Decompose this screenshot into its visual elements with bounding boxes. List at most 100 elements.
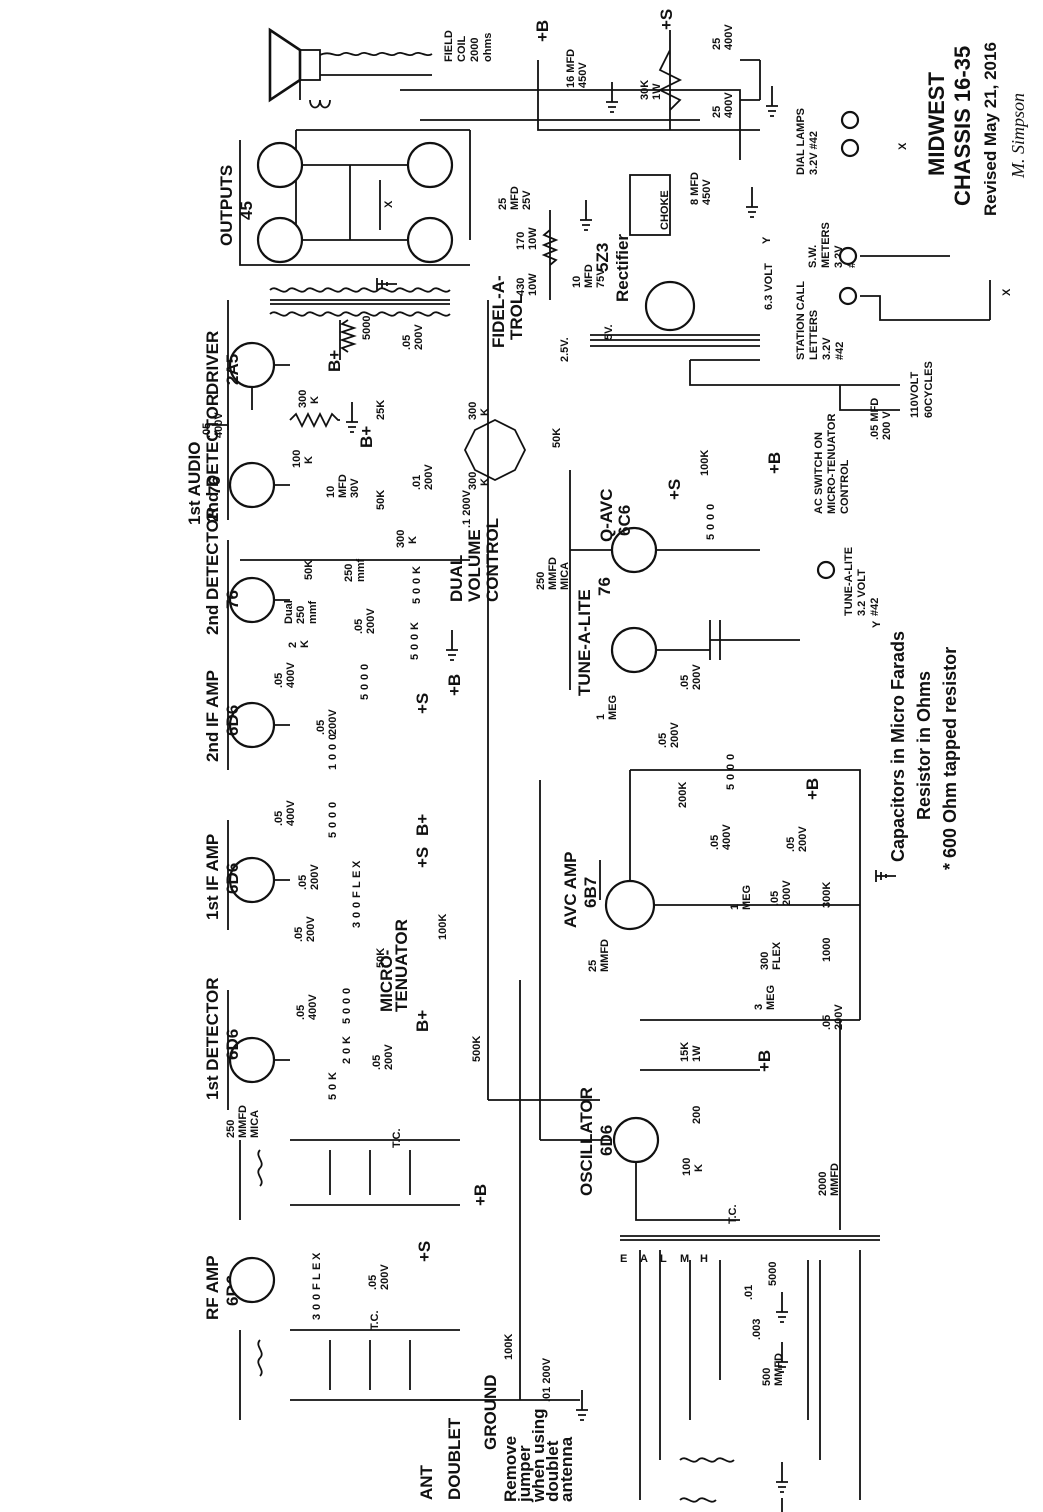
- r-300k-fid-a: 300 K: [467, 399, 491, 420]
- b-plus-driver: B+: [325, 350, 344, 372]
- plus-s-top: +S: [657, 9, 676, 30]
- r-25k: 25K: [375, 400, 387, 420]
- band-letter-e: E: [620, 1253, 627, 1265]
- tune-a-lite-stage: TUNE-A-LITE 76 1 MEG .05 200V: [575, 577, 800, 720]
- c-250mmfd-qavc: 250 MMFD MICA: [535, 554, 571, 590]
- r-300k-vol: 300 K: [395, 527, 419, 548]
- r-5000-qavc: 5 0 0 0: [705, 504, 717, 540]
- signature: M. Simpson: [1008, 93, 1028, 179]
- plus-s-if1: +S: [413, 847, 432, 868]
- r-500k-vol: 5 0 0 K: [411, 566, 423, 604]
- x-label-outputs: X: [383, 200, 395, 208]
- b-plus-if1: B+: [413, 814, 432, 836]
- second-if-stage: 2nd IF AMP 6D6 .05 400V 5 0 0 0 .05 200V…: [203, 660, 464, 770]
- c-8mfd: 8 MFD 450V: [689, 169, 713, 205]
- second-if-label: 2nd IF AMP 6D6: [203, 666, 242, 762]
- jumper-note: Remove jumper when using doublet antenna: [501, 1404, 576, 1503]
- plus-s-if2: +S: [413, 693, 432, 714]
- first-detector-label: 1st DETECTOR 6D6: [203, 973, 242, 1100]
- driver-label: DRIVER 2A5: [203, 326, 242, 395]
- r-170: 170 10W: [515, 227, 539, 250]
- r-50k-audio: 50K: [375, 490, 387, 510]
- c-25mmfd: 25 MMFD: [587, 939, 611, 972]
- fidelatrol: FIDEL-A- TROL 300 K 300 K 50K .1 200V: [461, 275, 563, 528]
- r-5000-det1: 5 0 0 0: [341, 988, 353, 1024]
- c-05-200-tal: .05 200V: [679, 664, 703, 690]
- r-300k-driver: 300 K: [297, 387, 321, 408]
- line-voltage-label: 110VOLT 60CYCLES: [909, 361, 935, 418]
- x-label-lamps: X: [897, 142, 909, 150]
- c-10mfd: 10 MFD 75V: [571, 261, 607, 288]
- y-label-lamp: Y: [871, 620, 883, 628]
- revised-date: Revised May 21, 2016: [981, 42, 1000, 216]
- c-05-200-driver: .05 200V: [401, 324, 425, 350]
- choke-label: CHOKE: [659, 190, 671, 230]
- t-c-det: T.C.: [391, 1128, 403, 1148]
- field-coil-label: FIELD COIL 2000 ohms: [443, 30, 494, 62]
- avc-amp-label: AVC AMP 6B7: [561, 847, 600, 928]
- r-30k: 30K 1W: [639, 77, 663, 100]
- power-supply: +B +S 16 MFD 450V 25 400V 25 400V 30K 1W…: [400, 9, 779, 362]
- r-300flex-rf: 3 0 0 F L E X: [311, 1252, 323, 1320]
- c-01-200: .01 200V: [411, 464, 435, 490]
- r-500k-det: 5 0 0 K: [409, 622, 421, 660]
- v-5v: 5V.: [603, 324, 615, 340]
- r-100k-ant: 100K: [503, 1334, 515, 1360]
- r-2k: 2 K: [287, 639, 311, 648]
- avc-amp-stage: AVC AMP 6B7 .05 200V 200K 5 0 0 0 +B .05…: [561, 722, 897, 1030]
- r-200k-avc: 200K: [677, 782, 689, 808]
- c-05-400-avc: .05 400V: [709, 824, 733, 850]
- c-05-200-avc4: .05 200V: [821, 1004, 845, 1030]
- note-line2: Resistor in Ohms: [914, 671, 934, 820]
- r-430: 430 10W: [515, 273, 539, 296]
- r-300flex-avc: 300 FLEX: [759, 941, 783, 970]
- band-letter-l: L: [660, 1253, 667, 1265]
- y-label-ps: Y: [761, 236, 773, 244]
- band-letter-a: A: [640, 1253, 648, 1265]
- first-if-label: 1st IF AMP 6D6: [203, 829, 242, 920]
- c-05-200-avc2: .05 200V: [785, 826, 809, 852]
- c-25-400-a: 25 400V: [711, 24, 735, 50]
- tune-a-lite-label: TUNE-A-LITE 76: [575, 577, 614, 696]
- speaker-section: [268, 27, 471, 240]
- band-letter-h: H: [700, 1253, 708, 1265]
- plus-b-top: +B: [533, 20, 552, 42]
- c-05-200-avc3: .05 200V: [769, 880, 793, 906]
- c-05-200-if1b: .05 200V: [293, 916, 317, 942]
- ant-label: ANT: [417, 1464, 436, 1500]
- dial-lamps-label: DIAL LAMPS 3.2V #42: [795, 105, 820, 175]
- note-line3: * 600 Ohm tapped resistor: [940, 647, 960, 870]
- r-500k: 500K: [471, 1036, 483, 1062]
- rf-tuning-section: RF AMP 6D6 3 0 0 F L E X .05 200V +S +B …: [203, 1128, 576, 1503]
- t-c-rf: T.C.: [369, 1310, 381, 1330]
- station-call-label: STATION CALL LETTERS 3.2V #42: [795, 278, 846, 360]
- note-line1: Capacitors in Micro Farads: [888, 631, 908, 862]
- c-05-400-if2: .05 400V: [273, 662, 297, 688]
- v-25v: 2.5V.: [559, 337, 571, 362]
- c-10mfd-30v: 10 MFD 30V: [325, 471, 361, 498]
- dual-volume-control: DUAL VOLUME CONTROL 300 K 250 mmf 5 0 0 …: [343, 518, 502, 604]
- r-100k-qavc: 100K: [699, 450, 711, 476]
- notes: Capacitors in Micro Farads Resistor in O…: [888, 631, 960, 870]
- r-1000-if2: 1 0 0 0: [327, 734, 339, 770]
- c-05mfd-ac: .05 MFD 200 V: [869, 395, 893, 440]
- q-avc-label: Q-AVC 6C6: [597, 484, 634, 542]
- r-1meg-avc: 1 MEG: [729, 885, 753, 910]
- c-25-400-b: 25 400V: [711, 92, 735, 118]
- b-plus-audio: B+: [357, 426, 376, 448]
- c-05-400-det1: .05 400V: [295, 994, 319, 1020]
- plus-b-if2: +B: [445, 674, 464, 696]
- plus-s-qavc: +S: [665, 479, 684, 500]
- r-100k-audio: 100 K: [291, 447, 315, 468]
- r-300k-avc: 300K: [821, 882, 833, 908]
- output-tubes: OUTPUTS 45 X: [217, 140, 470, 266]
- c-05-200-det: .05 200V: [353, 608, 377, 634]
- c-250mmfd-mica: 250 MMFD MICA: [225, 1102, 261, 1138]
- r-5000-avc: 5 0 0 0: [725, 754, 737, 790]
- output-transformer: [269, 277, 451, 317]
- c-2000mmfd: 2000 MMFD: [817, 1163, 841, 1196]
- r-flex-if1: 3 0 0 F L E X: [351, 860, 363, 928]
- r-100k-osc: 100 K: [681, 1155, 705, 1176]
- c-dual250: Dual 250 mmf: [283, 597, 319, 624]
- b-plus-det1: B+: [413, 1010, 432, 1032]
